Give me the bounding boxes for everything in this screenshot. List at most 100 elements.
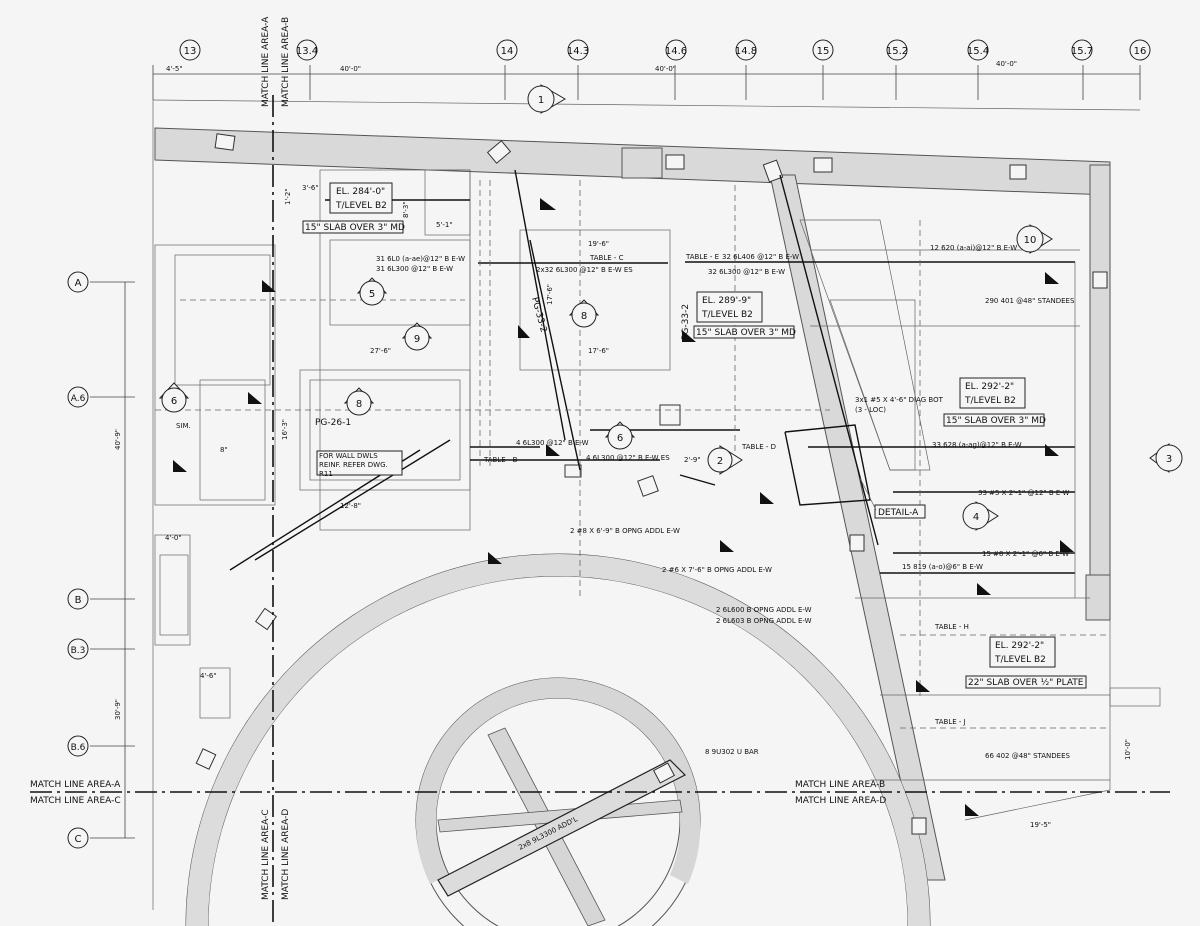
rebar-callout: TABLE - D [741, 443, 776, 451]
dimension-text: 10'-0" [1124, 739, 1132, 760]
elevation-text: EL. 292'-2" [965, 382, 1014, 392]
steel-columns [195, 133, 1108, 835]
rebar-callout: (3 - LOC) [855, 406, 886, 414]
beam-label: PG-26-1 [315, 418, 351, 428]
rebar-callout: TABLE - B [483, 456, 518, 464]
match-lines [30, 95, 1170, 926]
dimension-text: 19'-6" [588, 240, 609, 248]
hidden-lines [155, 180, 1110, 781]
rebar-callout: 32 6L406 @12" B E-W [722, 253, 799, 261]
section-marker: 3 [1149, 443, 1183, 473]
column-symbol [652, 762, 676, 784]
grid-label: 14 [501, 46, 514, 57]
section-markers: 1 2 3 4 5 6 6 8 8 9 10 [158, 84, 1183, 531]
grid-label: B.3 [71, 646, 86, 656]
column-symbol [911, 817, 927, 835]
column-symbol [762, 159, 784, 183]
svg-text:8: 8 [356, 399, 362, 410]
dimension-text: 8" [220, 446, 228, 454]
section-marker: 6 [604, 421, 636, 450]
match-line-label: MATCH LINE AREA-D [795, 796, 886, 806]
dimension-text: 30'-9" [114, 699, 122, 720]
slab-note: 22" SLAB OVER ½" PLATE [968, 678, 1084, 688]
slab-notes: 15" SLAB OVER 3" MD 15" SLAB OVER 3" MD … [302, 220, 1087, 689]
grid-label: A.6 [71, 394, 86, 404]
grid-label: 13 [184, 46, 197, 57]
rebar-callout: 4 6L300 @12" B E-W [516, 439, 589, 447]
slab-note: 15" SLAB OVER 3" MD [946, 416, 1046, 426]
svg-text:2: 2 [717, 456, 723, 467]
rebar-callout: 290 401 @48" STANDEES [985, 297, 1075, 305]
curved-wall [185, 553, 931, 926]
grid-label: 15 [817, 46, 830, 57]
rebar-callout: 2 #6 X 7'-6" B OPNG ADDL E-W [662, 566, 772, 574]
detail-label: DETAIL-A [878, 508, 919, 518]
slab-note: 15" SLAB OVER 3" MD [305, 223, 405, 233]
match-line-label: MATCH LINE AREA-B [281, 17, 291, 107]
section-marker: 5 [356, 277, 388, 306]
grid-label: C [75, 834, 82, 845]
rebar-callout: 33 628 (a-ag)@12" B E-W [932, 441, 1022, 449]
grid-label: A [75, 278, 82, 289]
dimension-text: 4'-6" [200, 672, 217, 680]
rebar-callout: TABLE - J [934, 718, 966, 726]
rebar-callout: 32 6L300 @12" B E-W [708, 268, 785, 276]
column-symbol [665, 154, 685, 170]
dimension-text: 4'-0" [165, 534, 182, 542]
dimension-text: 40'-9" [114, 429, 122, 450]
section-marker: 8 [343, 387, 375, 416]
rebar-callout: 12 620 (a-ai)@12" B E-W [930, 244, 1017, 252]
match-line-label: MATCH LINE AREA-D [281, 809, 291, 900]
elevation-text: EL. 289'-9" [702, 296, 751, 306]
grid-label: 15.4 [967, 46, 989, 57]
rebar-callouts: 31 6L0 (a-ae)@12" B E-W 31 6L300 @12" B … [376, 244, 1075, 852]
elevation-text: EL. 292'-2" [995, 641, 1044, 651]
column-symbol [1092, 271, 1108, 289]
rebar-callout: 33 #5 X 2'-1" @12" B E-W [978, 489, 1070, 497]
dimension-text: 17'-6" [546, 284, 554, 305]
match-line-label: MATCH LINE AREA-B [795, 780, 885, 790]
column-symbol [813, 157, 833, 173]
section-marker: 8 [568, 299, 600, 328]
elevation-level: T/LEVEL B2 [964, 396, 1016, 406]
dimension-text: 40'-0" [655, 65, 676, 73]
top-dimensions: 4'-5" 40'-0" 40'-0" 40'-0" [166, 60, 1017, 73]
row-grid-bubbles: A A.6 B B.3 B.6 C 40'-9" 30'-9" [67, 271, 122, 849]
grid-label: 14.8 [735, 46, 757, 57]
grid-label: B.6 [71, 743, 86, 753]
match-line-label: MATCH LINE AREA-C [30, 796, 121, 806]
rebar-callout: 66 402 @48" STANDEES [985, 752, 1071, 760]
elevation-text: EL. 284'-0" [336, 187, 385, 197]
column-symbol [195, 748, 217, 770]
dimension-text: 19'-5" [1030, 821, 1051, 829]
rebar-callout: 2 6L603 B OPNG ADDL E-W [716, 617, 812, 625]
dimension-text: 27'-6" [370, 347, 391, 355]
column-symbol [659, 404, 681, 426]
grid-label: 15.2 [886, 46, 908, 57]
svg-text:1: 1 [538, 95, 544, 106]
dimension-text: 1'-2" [284, 188, 292, 205]
rebar-callout: 15 819 (a-o)@6" B E-W [902, 563, 983, 571]
rebar-callout: 8 9U302 U BAR [705, 748, 759, 756]
dimension-text: 16'-3" [281, 419, 289, 440]
svg-text:5: 5 [369, 289, 375, 300]
dimension-text: 8'-3" [402, 201, 410, 218]
svg-text:4: 4 [973, 512, 979, 523]
column-symbol [637, 475, 659, 497]
dimension-text: 3'-6" [302, 184, 319, 192]
dimension-text: 40'-0" [996, 60, 1017, 68]
wall-dowel-note: FOR WALL DWLS REINF. REFER DWG. R11 [319, 452, 388, 476]
rebar-callout: 2x32 6L300 @12" B E-W ES [536, 266, 633, 274]
match-line-labels: MATCH LINE AREA-A MATCH LINE AREA-B MATC… [30, 16, 886, 900]
dimension-labels: 19'-6" 17'-6" 17'-6" 27'-6" 12'-8" 16'-3… [165, 184, 1132, 829]
section-marker: 2 [707, 445, 743, 475]
dimension-text: 5'-1" [436, 221, 453, 229]
grid-label: 14.3 [567, 46, 589, 57]
grid-label: 16 [1134, 46, 1147, 57]
grid-lines [90, 65, 1141, 910]
elevation-tags: EL. 284'-0" T/LEVEL B2 EL. 289'-9" T/LEV… [329, 182, 1056, 668]
section-marker: 1 [527, 84, 566, 114]
column-symbol [214, 133, 236, 151]
